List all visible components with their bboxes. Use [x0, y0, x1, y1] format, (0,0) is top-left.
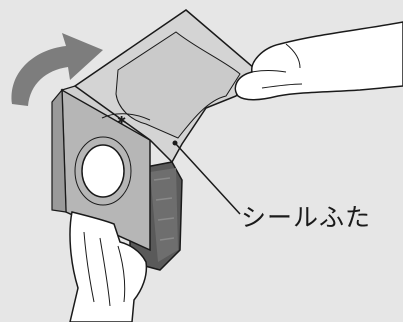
callout-label-seal-lid: シールふた	[241, 205, 371, 230]
right-hand	[235, 22, 403, 100]
intake-hole	[82, 145, 124, 197]
svg-text:✱: ✱	[117, 114, 126, 127]
callout-leader-line	[173, 141, 241, 215]
